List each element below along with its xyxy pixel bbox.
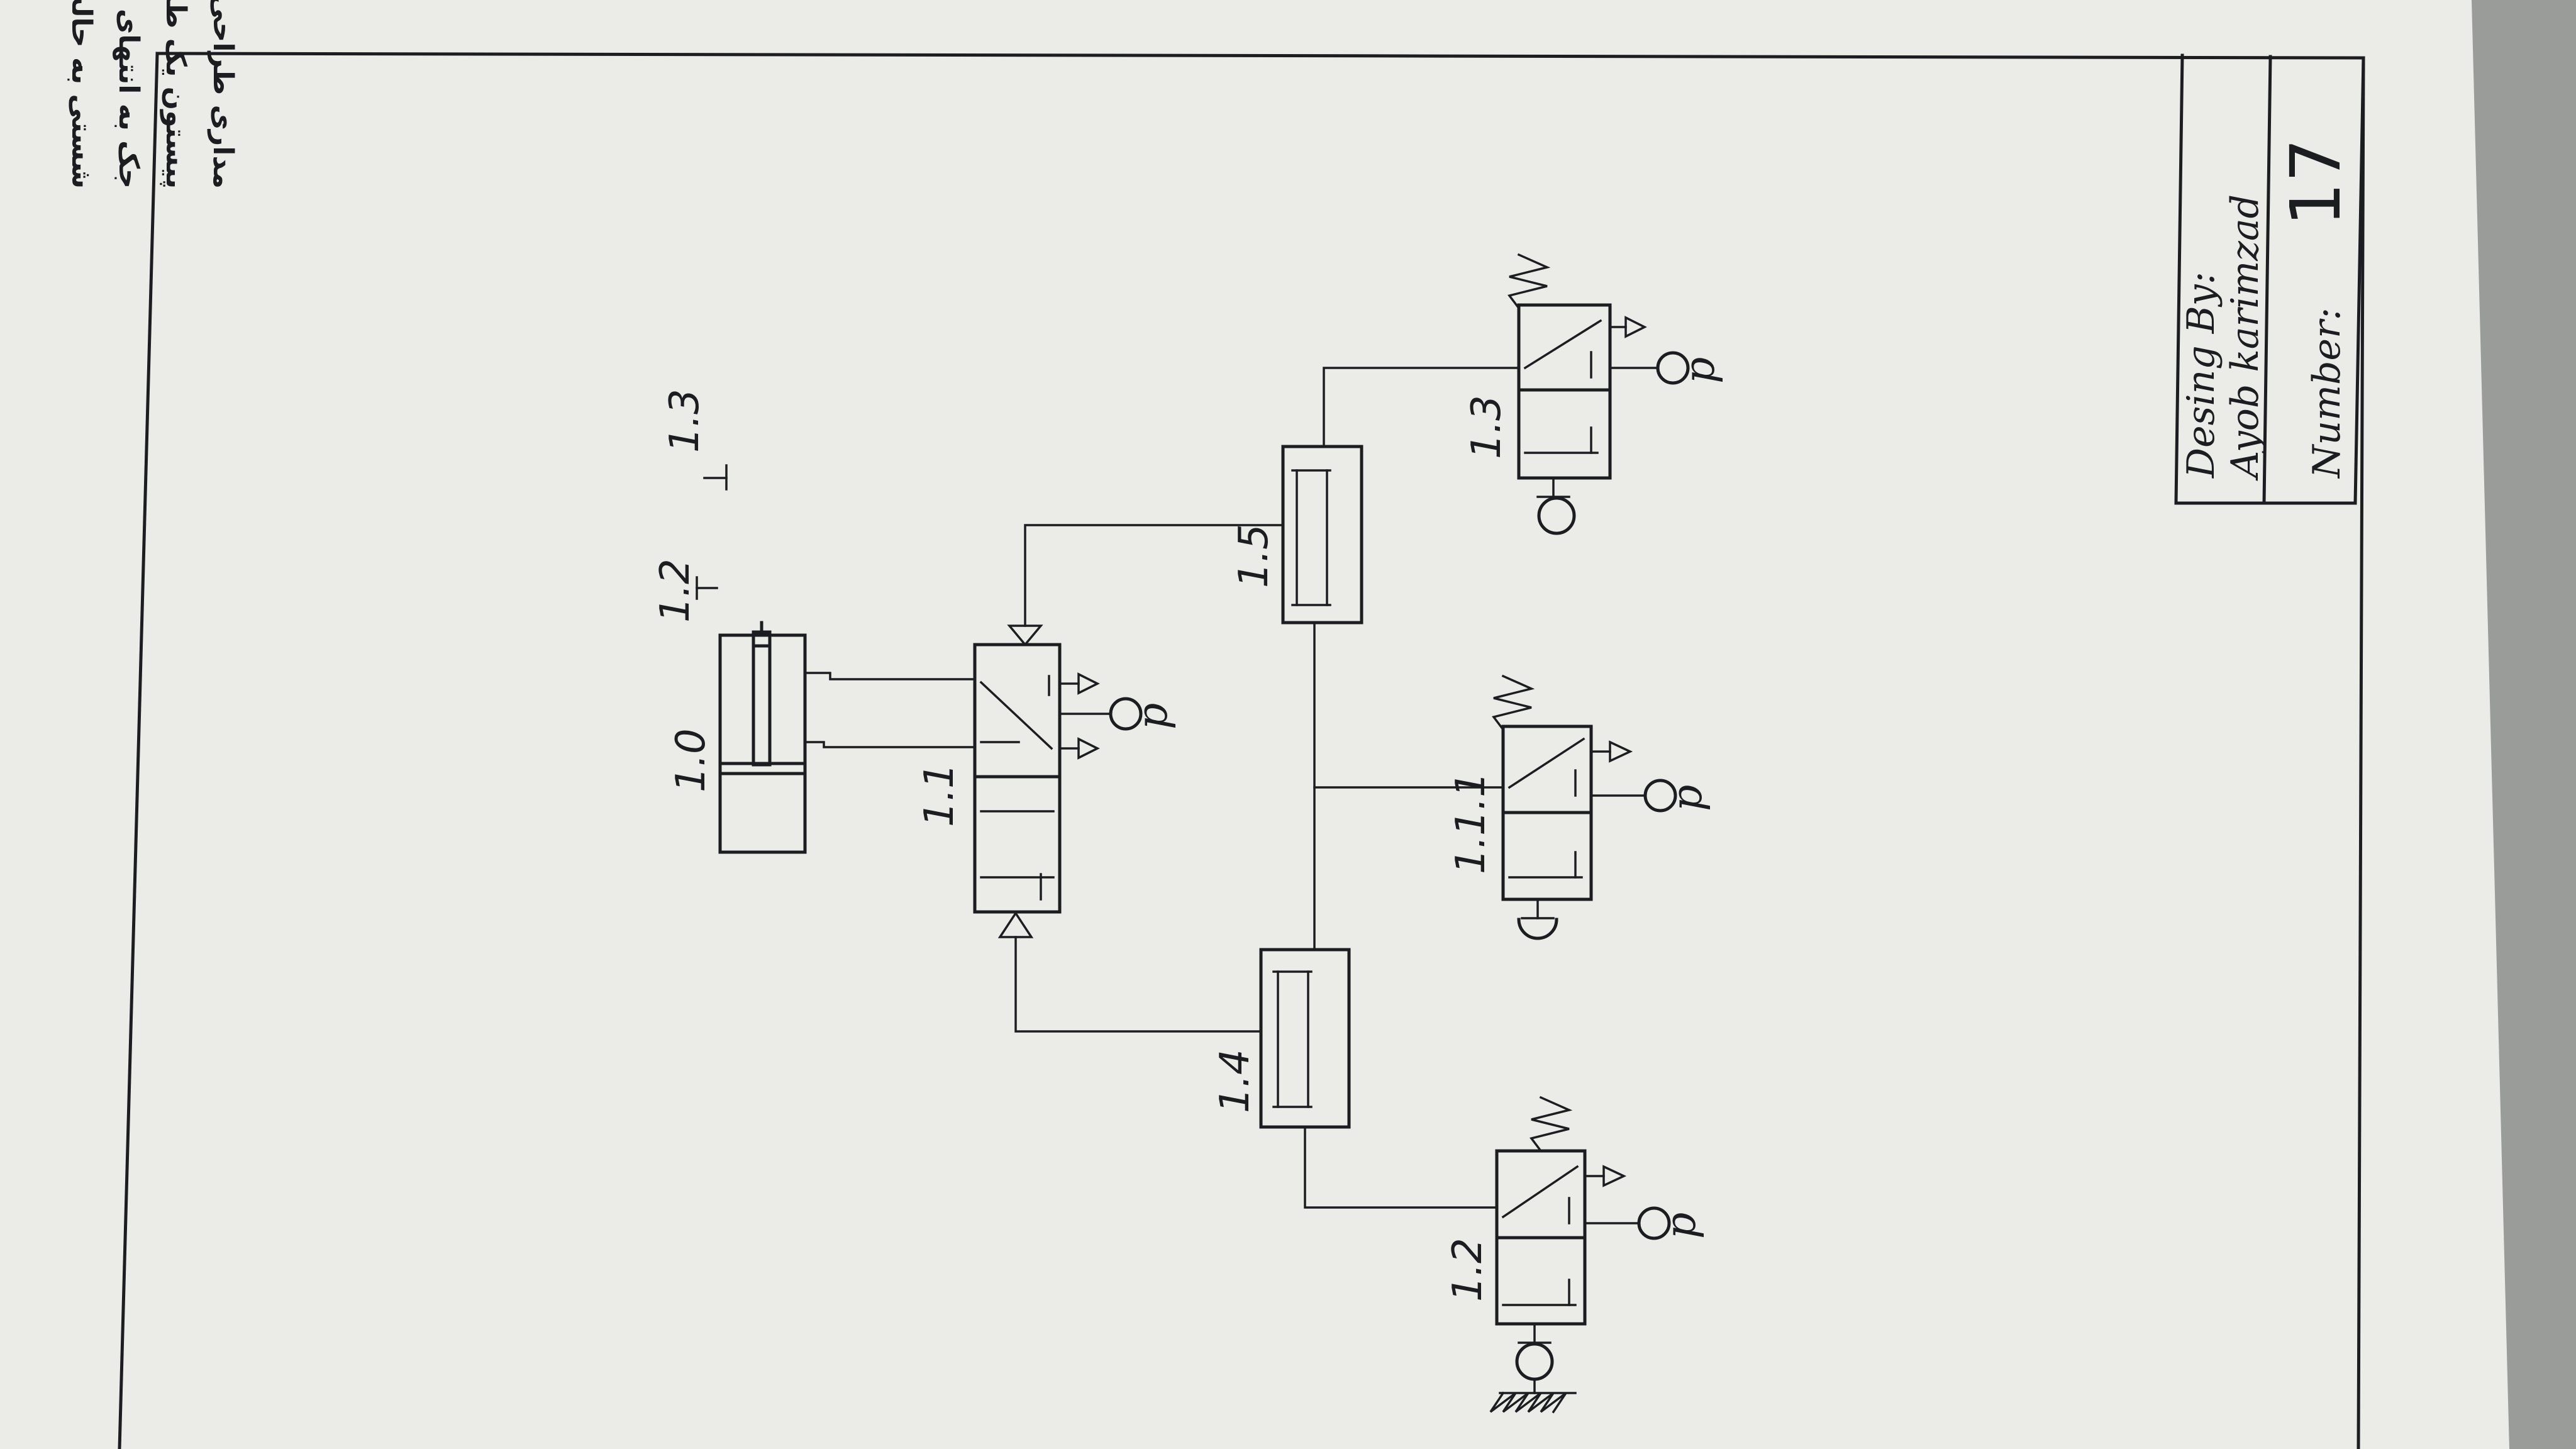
valve-1-3-spring — [1507, 253, 1551, 310]
main-valve-pressure-source — [1109, 697, 1143, 731]
valve-1-1-1-arrow — [1507, 737, 1585, 789]
valve-1-1-1-push-button — [1517, 918, 1558, 940]
valve-1-2-spring — [1530, 1096, 1573, 1153]
main-valve-exhaust-a — [1077, 672, 1100, 695]
valve-1-3-exhaust — [1624, 316, 1647, 338]
valve-1-2-ground-hatch — [1489, 1391, 1567, 1414]
description-line-4: شستی به حالت اولیه باز گردد. — [65, 0, 98, 189]
valve-1-1-1-spring — [1492, 674, 1535, 731]
description-line-3: جک به انتهای مسیر کورس خود رسید (یا هر ن… — [113, 0, 145, 189]
cylinder-rod — [752, 633, 772, 767]
cylinder-body — [718, 633, 807, 854]
and-valve-1-4-body — [1259, 948, 1351, 1129]
valve-1-2-pressure-source — [1637, 1206, 1671, 1240]
main-valve-exhaust-b — [1077, 737, 1100, 760]
and-valve-1-5 — [1281, 445, 1363, 625]
line-cyl-port-b — [804, 741, 976, 748]
title-number: 17 — [2275, 138, 2356, 226]
label-limit-1-3: 1.3 — [662, 389, 708, 453]
valve-1-3 — [1507, 253, 1690, 535]
label-valve-1-1-1: 1.1.1 — [1448, 772, 1494, 874]
title-block-outer — [2353, 56, 2365, 505]
main-valve-arrow-1 — [979, 680, 1053, 750]
valve-1-1-1-pressure-source — [1643, 779, 1677, 813]
limit-marker-1-2 — [696, 576, 718, 600]
description-line-2: پیستون یک طرفه به سمت جلو حرکت نموده و پ… — [160, 0, 192, 189]
limit-marker-1-3 — [703, 464, 728, 491]
label-and-valve-1-4: 1.4 — [1212, 1049, 1258, 1113]
title-block — [2174, 53, 2365, 505]
title-block-frame — [2174, 53, 2357, 505]
title-number-label: Number: — [2305, 308, 2349, 479]
valve-1-2 — [1489, 1096, 1671, 1414]
valve-1-2-exhaust — [1602, 1165, 1627, 1187]
description: مداری طراحی نمایید که با تحریک یک شستی س… — [65, 0, 239, 189]
line-to-valve-1-2 — [1304, 1126, 1498, 1209]
line-cyl-port-a — [804, 672, 976, 680]
line-pilot-top — [1024, 524, 1284, 627]
pressure-p-valve-1-2: p — [1657, 1213, 1705, 1239]
paper-edge-shadow — [2472, 0, 2576, 1449]
line-to-valve-1-3 — [1323, 367, 1520, 448]
valve-1-2-roller — [1515, 1342, 1554, 1381]
title-block-divider — [2262, 55, 2272, 505]
description-line-1: مداری طراحی نمایید که با تحریک یک شستی س… — [207, 0, 239, 189]
main-valve-1-1 — [973, 625, 1143, 938]
pressure-p-main: p — [1128, 703, 1177, 730]
valve-1-1-1 — [1492, 674, 1677, 940]
label-cylinder-1-0: 1.0 — [668, 728, 714, 792]
line-pilot-bottom — [1014, 936, 1262, 1033]
valve-1-3-roller — [1537, 496, 1576, 535]
main-valve-pilot-top — [1007, 625, 1043, 647]
valve-1-2-arrow — [1501, 1165, 1579, 1219]
main-valve-pilot-bottom — [997, 911, 1034, 938]
valve-1-3-arrow — [1523, 319, 1602, 370]
and-valve-1-5-body — [1281, 445, 1363, 625]
sheet-border — [155, 52, 2365, 1449]
title-design-label: Desing By: — [2179, 272, 2223, 479]
label-and-valve-1-5: 1.5 — [1231, 524, 1277, 588]
label-main-valve-1-1: 1.1 — [916, 763, 963, 827]
pressure-p-valve-1-3: p — [1675, 357, 1724, 384]
valve-1-1-1-exhaust — [1609, 740, 1633, 763]
label-valve-1-2: 1.2 — [1445, 1238, 1491, 1302]
cylinder-1-0 — [718, 621, 807, 854]
and-valve-1-4 — [1259, 948, 1351, 1129]
label-limit-1-2: 1.2 — [652, 558, 699, 623]
pressure-p-valve-1-1-1: p — [1663, 785, 1711, 811]
label-valve-1-3: 1.3 — [1463, 395, 1510, 459]
valve-1-3-pressure-source — [1656, 351, 1690, 385]
title-designer: Ayob karimzad — [2223, 194, 2267, 481]
sheet-border-left — [118, 52, 159, 1449]
